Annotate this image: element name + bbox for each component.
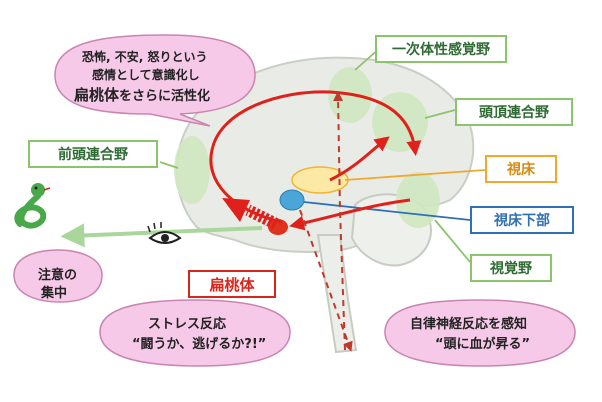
pathway-visual-amygdala xyxy=(289,198,411,231)
prefrontal-area xyxy=(174,136,210,204)
attention-bubble xyxy=(13,249,103,303)
snake-icon xyxy=(14,183,51,229)
pathway-outer-loop xyxy=(209,90,422,224)
emotion-bubble-line2: 感情として意識化し xyxy=(92,68,200,82)
emotion-bubble-line3-strong: 扁桃体 xyxy=(74,86,120,104)
pathway-thalamus-parietal xyxy=(329,136,390,182)
label-somatosensory: 一次体性感覚野 xyxy=(375,35,507,63)
label-prefrontal: 前頭連合野 xyxy=(28,140,158,168)
pointer-visual xyxy=(434,219,471,263)
emotion-bubble-line3-rest: をさらに活性化 xyxy=(119,89,211,104)
pathway-dashed-up xyxy=(333,91,346,351)
emotion-bubble-line3: 扁桃体をさらに活性化 xyxy=(74,84,210,105)
label-visual: 視覚野 xyxy=(470,254,552,282)
hypothalamus-shape xyxy=(279,189,305,211)
pointer-prefrontal xyxy=(159,161,179,169)
emotion-bubble xyxy=(54,34,256,127)
label-amygdala: 扁桃体 xyxy=(188,270,276,298)
label-hypothalamus: 視床下部 xyxy=(470,206,574,234)
pointer-thalamus xyxy=(344,169,486,181)
emotion-bubble-line1: 恐怖, 不安, 怒りという xyxy=(82,50,208,64)
stress-bubble xyxy=(99,299,291,367)
pointer-parietal xyxy=(424,109,456,119)
autonomic-bubble xyxy=(384,299,576,367)
stress-bubble-line1: ストレス反応 xyxy=(148,317,227,332)
pointer-hypothalamus xyxy=(303,201,471,221)
pathway-dashed-down xyxy=(299,209,353,352)
stress-bubble-line2: “闘うか、逃げるか?!” xyxy=(132,337,267,352)
attention-bubble-line1: 注意の xyxy=(38,268,78,283)
brain-stem xyxy=(316,234,358,354)
amygdala-shape xyxy=(268,219,288,235)
autonomic-bubble-line2: “頭に血が昇る” xyxy=(435,337,531,352)
autonomic-bubble-line1: 自律神経反応を感知 xyxy=(410,317,528,332)
label-parietal: 頭頂連合野 xyxy=(455,98,573,126)
eye-icon xyxy=(147,222,182,244)
label-thalamus: 視床 xyxy=(485,155,557,183)
attention-bubble-line2: 集中 xyxy=(41,286,68,301)
striped-arrow xyxy=(222,198,279,230)
